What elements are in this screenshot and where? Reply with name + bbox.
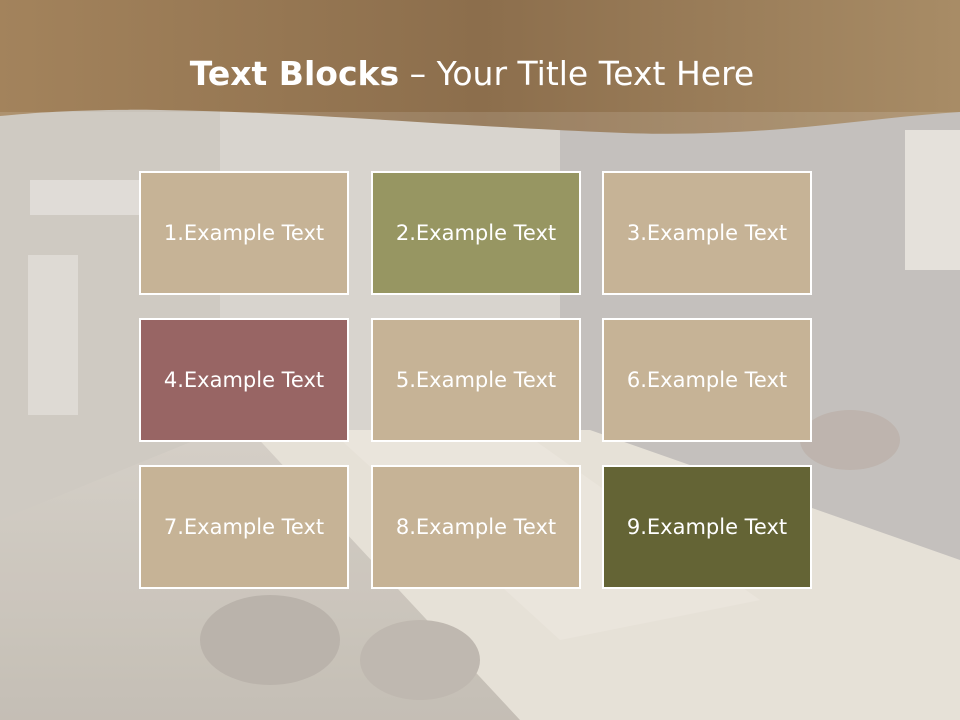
text-block-5: 5.Example Text <box>371 318 581 442</box>
text-block-9: 9.Example Text <box>602 465 812 589</box>
title-rest: Your Title Text Here <box>436 54 755 93</box>
text-block-label: 6.Example Text <box>626 368 788 392</box>
text-block-label: 2.Example Text <box>395 221 557 245</box>
text-block-6: 6.Example Text <box>602 318 812 442</box>
slide-title: Text Blocks – Your Title Text Here <box>0 52 944 96</box>
title-dash: – <box>399 54 437 93</box>
text-block-label: 3.Example Text <box>626 221 788 245</box>
text-block-2: 2.Example Text <box>371 171 581 295</box>
text-block-label: 9.Example Text <box>626 515 788 539</box>
title-bold-part: Text Blocks <box>189 54 400 93</box>
text-block-label: 7.Example Text <box>163 515 325 539</box>
text-block-3: 3.Example Text <box>602 171 812 295</box>
text-block-label: 4.Example Text <box>163 368 325 392</box>
text-block-1: 1.Example Text <box>139 171 349 295</box>
text-block-7: 7.Example Text <box>139 465 349 589</box>
text-block-8: 8.Example Text <box>371 465 581 589</box>
text-block-label: 5.Example Text <box>395 368 557 392</box>
text-block-label: 8.Example Text <box>395 515 557 539</box>
text-block-4: 4.Example Text <box>139 318 349 442</box>
text-block-label: 1.Example Text <box>163 221 325 245</box>
